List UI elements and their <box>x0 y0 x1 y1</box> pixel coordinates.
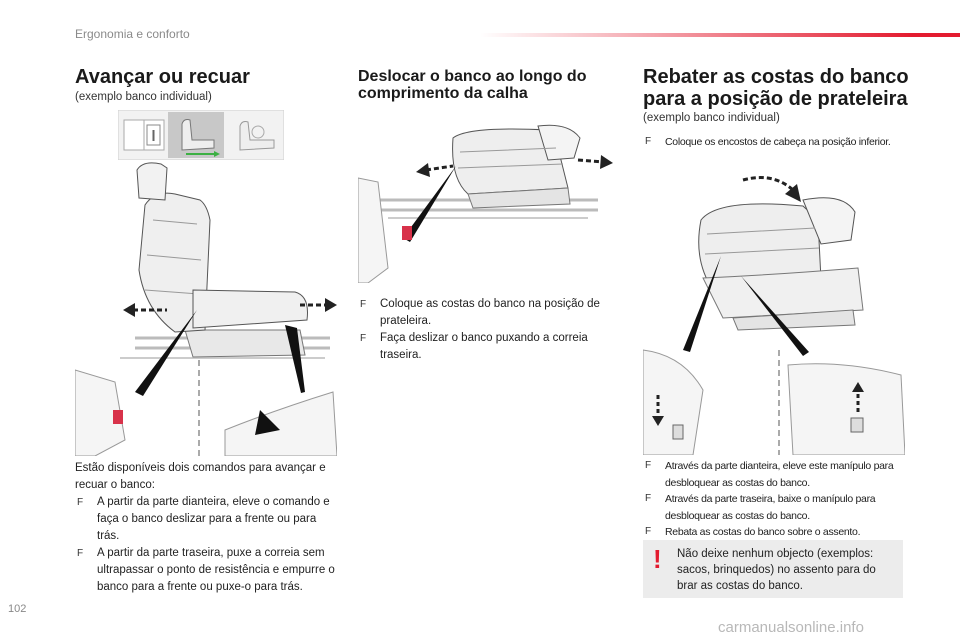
col3-title: Rebater as costas do banco para a posiçã… <box>643 66 909 110</box>
seat-rail-illustration <box>358 118 620 283</box>
bullet-marker: F <box>360 299 367 310</box>
col1-title: Avançar ou recuar <box>75 66 250 88</box>
bullet-marker: F <box>645 493 651 504</box>
col1-intro: Estão disponíveis dois comandos para ava… <box>75 462 326 491</box>
bullet-marker: F <box>645 136 651 147</box>
col1-subtitle: (exemplo banco individual) <box>75 91 212 103</box>
bullet-marker: F <box>77 548 84 559</box>
warning-text: Não deixe nenhum objecto (exemplos: saco… <box>677 548 876 592</box>
control-icon-strip <box>118 110 284 160</box>
watermark: carmanualsonline.info <box>718 619 864 636</box>
bullet-marker: F <box>360 333 367 344</box>
bullet-marker: F <box>77 497 84 508</box>
page-number: 102 <box>8 603 27 615</box>
seat-recline-icon <box>239 121 275 151</box>
col3-subtitle: (exemplo banco individual) <box>643 112 780 124</box>
header-accent-bar <box>480 33 960 37</box>
col2-title: Deslocar o banco ao longo do comprimento… <box>358 68 587 102</box>
section-label: Ergonomia e conforto <box>75 27 190 41</box>
bullet-marker: F <box>645 526 651 537</box>
warning-icon: ! <box>653 544 662 574</box>
backrest-fold-illustration <box>643 160 905 455</box>
warning-box: ! Não deixe nenhum objecto (exemplos: sa… <box>643 540 903 598</box>
manual-book-icon <box>123 119 165 151</box>
bullet-marker: F <box>645 460 651 471</box>
seat-slide-illustration <box>75 160 337 456</box>
seat-slide-icon <box>168 112 224 158</box>
